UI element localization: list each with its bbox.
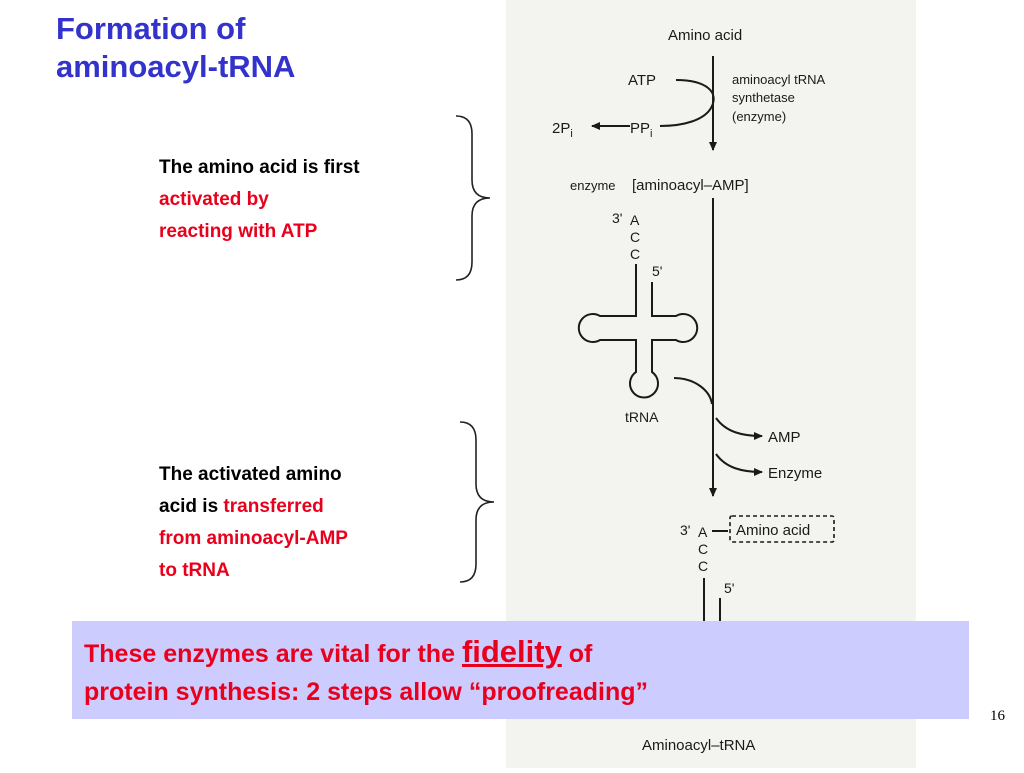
label-ppi-sub: i [650, 128, 652, 140]
title-line-1: Formation of [56, 11, 246, 46]
label-amino-acid: Amino acid [668, 27, 742, 44]
enzyme-arrow [715, 453, 763, 476]
trna1-5prime: 5' [652, 263, 662, 279]
callout-text-before: These enzymes are vital for the [84, 640, 462, 668]
label-enzyme-2: synthetase [732, 90, 795, 105]
callout-emphasis: fidelity [461, 634, 562, 669]
trna-join-curve [673, 377, 713, 405]
step1-highlight-2: reacting with ATP [159, 221, 318, 242]
step2-line-1: The activated amino [159, 464, 342, 485]
slide-title: Formation of aminoacyl-tRNA [56, 10, 295, 86]
label-enzyme-prefix: enzyme [570, 178, 616, 193]
trna1-base-c2: C [630, 246, 640, 262]
label-enzyme-out: Enzyme [768, 465, 822, 482]
label-ppi: PPi [630, 120, 652, 140]
label-product: Aminoacyl–tRNA [642, 737, 755, 754]
atp-curve [659, 79, 715, 127]
trna1-3prime: 3' [612, 210, 622, 226]
label-trna: tRNA [625, 409, 659, 425]
callout-text-after: of [561, 640, 593, 668]
trna1-cloverleaf [577, 264, 699, 399]
trna2-base-c1: C [698, 541, 708, 557]
amino-acid-box [729, 515, 835, 543]
step1-text: The amino acid is first [159, 157, 360, 178]
label-amp: AMP [768, 429, 801, 446]
trna1-base-c1: C [630, 229, 640, 245]
page-number: 16 [990, 708, 1005, 724]
label-enzyme-3: (enzyme) [732, 109, 786, 124]
fidelity-callout: These enzymes are vital for the fidelity… [72, 621, 969, 719]
label-2pi-main: 2P [552, 120, 570, 137]
label-aminoacyl-amp: [aminoacyl–AMP] [632, 177, 749, 194]
step2-highlight-2: from aminoacyl-AMP [159, 528, 348, 549]
label-2pi: 2Pi [552, 120, 573, 140]
step2-note: The activated amino acid is transferred … [159, 459, 348, 587]
step2-line-2-text: acid is [159, 496, 224, 517]
label-2pi-sub: i [570, 128, 572, 140]
step2-highlight-1: transferred [223, 496, 324, 517]
step2-brace [459, 421, 495, 583]
amp-arrow [715, 417, 763, 440]
trna1-base-a: A [630, 212, 640, 228]
trna2-3prime: 3' [680, 522, 690, 538]
step1-highlight-1: activated by [159, 189, 269, 210]
label-enzyme-1: aminoacyl tRNA [732, 72, 826, 87]
step2-highlight-3: to tRNA [159, 560, 230, 581]
step1-note: The amino acid is first activated by rea… [159, 152, 360, 248]
callout-line-2: protein synthesis: 2 steps allow “proofr… [84, 678, 648, 706]
trna2-5prime: 5' [724, 580, 734, 596]
label-amino-acid-boxed: Amino acid [736, 522, 810, 539]
title-line-2: aminoacyl-tRNA [56, 49, 296, 84]
step2-line-2: acid is transferred [159, 491, 348, 523]
label-atp: ATP [628, 72, 656, 89]
step1-brace [455, 115, 491, 281]
reaction-diagram-svg: Amino acid ATP aminoacyl tRNA synthetase… [552, 27, 835, 754]
label-ppi-main: PP [630, 120, 650, 137]
trna2-base-a: A [698, 524, 708, 540]
trna2-base-c2: C [698, 558, 708, 574]
